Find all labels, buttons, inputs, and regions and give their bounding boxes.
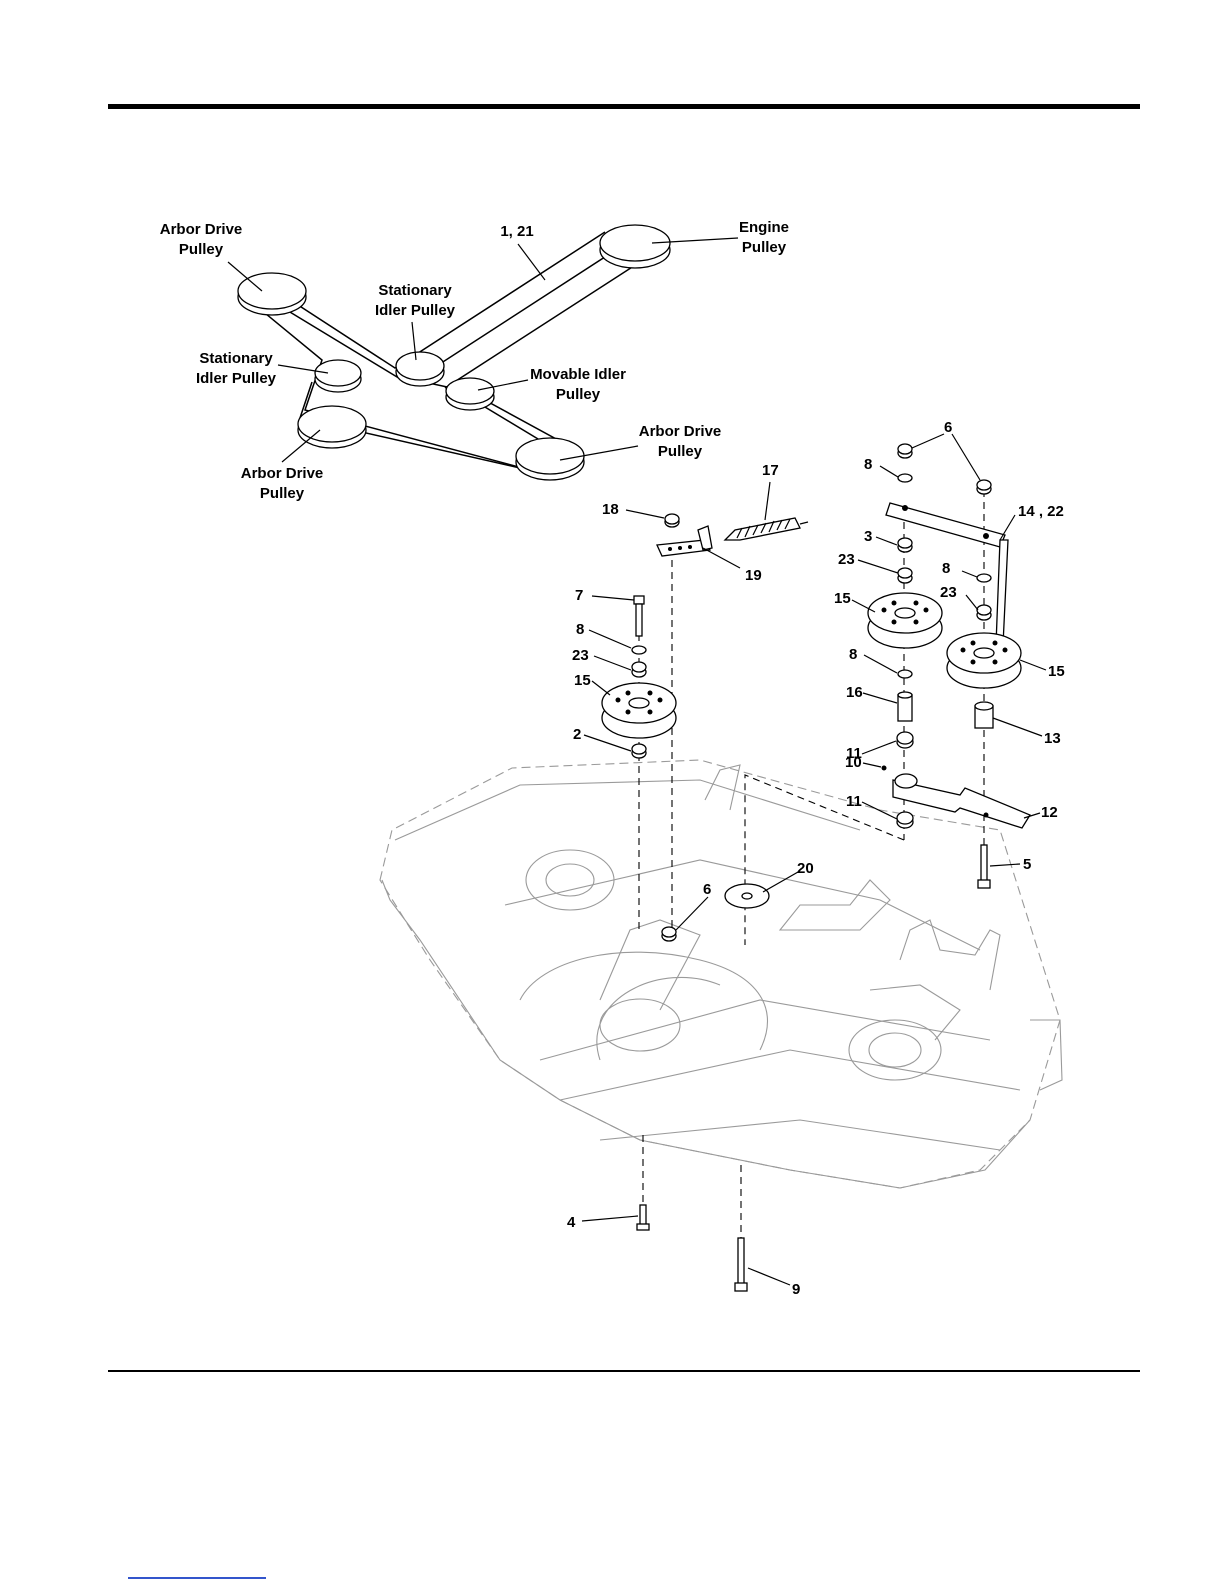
callout-6-bottom: 6 [703,881,711,898]
bracket-part-19 [657,526,712,556]
callout-23-right: 23 [940,584,957,601]
arbor-drive-pulley-bottom-left [298,406,366,448]
callout-4: 4 [567,1214,576,1231]
nut-part-6-bottom [662,927,676,941]
label-movable-idler-1: Movable Idler [530,366,626,383]
callout-leaders [582,434,1046,1285]
label-arbor-drive-bottom-left-1: Arbor Drive [241,465,324,482]
label-movable-idler-2: Pulley [556,386,601,403]
callout-15-right: 15 [1048,663,1065,680]
callout-6-top: 6 [944,419,952,436]
label-arbor-drive-bottom-left-2: Pulley [260,485,305,502]
label-stationary-idler-center-2: Idler Pulley [375,302,456,319]
label-engine-pulley-2: Pulley [742,239,787,256]
callout-15-center: 15 [834,590,851,607]
washer-part-8-top [898,474,912,482]
callout-23-left: 23 [572,647,589,664]
label-stationary-idler-left-1: Stationary [199,350,273,367]
callout-numbers: 6 8 14 , 22 17 18 19 3 23 8 23 15 15 7 8… [567,419,1065,1298]
callout-12: 12 [1041,804,1058,821]
callout-7: 7 [575,587,583,604]
bushing-part-3 [898,538,912,552]
footer-link-underline[interactable] [128,1577,266,1579]
fitting-part-10 [882,766,887,771]
spacer-part-2 [632,744,646,758]
belt-routing-diagram: Arbor Drive Pulley 1, 21 Engine Pulley S… [160,219,789,502]
bearing-part-23-right [977,605,991,620]
callout-8-left: 8 [576,621,584,638]
bolt-part-5 [978,845,990,888]
nut-part-6-top-right [977,480,991,494]
label-stationary-idler-left-2: Idler Pulley [196,370,277,387]
callout-13: 13 [1044,730,1061,747]
label-arbor-drive-top-left-2: Pulley [179,241,224,258]
callout-16: 16 [846,684,863,701]
label-engine-pulley-1: Engine [739,219,789,236]
bushing-part-11-top [897,732,913,748]
bolt-part-7 [634,596,644,636]
spacer-part-13 [975,702,993,728]
bolt-part-4 [637,1205,649,1230]
idler-pulley-part-15-center [868,593,942,648]
callout-9: 9 [792,1281,800,1298]
footer-rule [108,1370,1140,1372]
stationary-idler-pulley-center [396,352,444,386]
label-arbor-drive-right-2: Pulley [658,443,703,460]
callout-14-22: 14 , 22 [1018,503,1064,520]
bearing-part-23-center [898,568,912,583]
callout-10: 10 [845,754,862,771]
callout-3: 3 [864,528,872,545]
label-arbor-drive-top-left-1: Arbor Drive [160,221,243,238]
stationary-idler-pulley-left [315,360,361,392]
callout-18: 18 [602,501,619,518]
label-stationary-idler-center-1: Stationary [378,282,452,299]
label-arbor-drive-right-1: Arbor Drive [639,423,722,440]
nut-part-6-top-left [898,444,912,458]
bushing-part-11-bottom [897,812,913,828]
idler-pulley-part-15-left [602,683,676,738]
washer-part-8-left [632,646,646,654]
spring-part-17 [725,518,808,540]
callout-5: 5 [1023,856,1031,873]
washer-part-8-lower [898,670,912,678]
callout-20: 20 [797,860,814,877]
callout-19: 19 [745,567,762,584]
arbor-drive-pulley-right [516,438,584,480]
label-belt-ref: 1, 21 [500,223,533,240]
callout-8-lower: 8 [849,646,857,663]
idler-pulley-part-15-right [947,633,1021,688]
callout-8-top: 8 [864,456,872,473]
callout-15-left: 15 [574,672,591,689]
callout-11-bottom: 11 [846,793,862,810]
callout-2: 2 [573,726,581,743]
callout-23-center: 23 [838,551,855,568]
mower-deck-housing [380,760,1062,1188]
pivot-arm-part-12 [893,774,1030,828]
spacer-part-16 [898,692,912,721]
movable-idler-pulley [446,378,494,410]
nut-part-18 [665,514,679,527]
callout-8-right: 8 [942,560,950,577]
callout-17: 17 [762,462,779,479]
washer-part-8-right [977,574,991,582]
washer-part-20 [725,884,769,908]
engine-pulley [600,225,670,268]
bearing-part-23-left [632,662,646,677]
bolt-part-9 [735,1238,747,1291]
